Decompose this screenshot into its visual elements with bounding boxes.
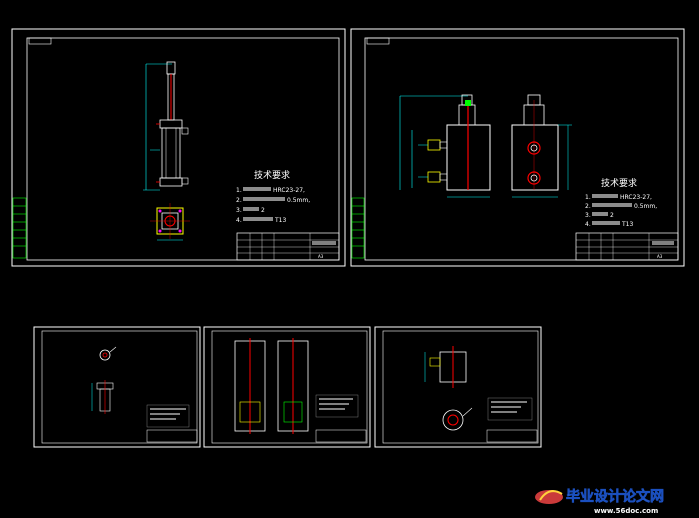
sheet-2-paper-size: A3 (657, 254, 663, 259)
sheet-1-title-block: A3 (236, 232, 340, 261)
sheet-2-title-block: A3 (575, 232, 679, 261)
sheet-1-tech-requirements: 技术要求 1. HRC23-27, 2. 0.5mm, 3. 2 4. T13 (236, 169, 310, 224)
sheet-2-tech-title: 技术要求 (601, 177, 637, 189)
sheet-1-tech-title: 技术要求 (254, 169, 290, 181)
watermark: 毕业设计论文网 www.56doc.com (535, 488, 664, 515)
sheet-1-side-strip (12, 197, 27, 259)
note-2-value: 0.5mm, (287, 197, 310, 204)
sheet-2-front-view (399, 94, 491, 198)
note-4-value: T13 (274, 217, 286, 224)
note-1-value: HRC23-27, (273, 187, 305, 194)
note-4-value: T13 (621, 221, 633, 228)
note-2-num: 2. (236, 197, 242, 204)
note-3-value: 2 (610, 212, 614, 219)
note-3-num: 3. (585, 212, 591, 219)
sheet-2-tag (366, 37, 390, 45)
sheet-2: 技术要求 1. HRC23-27, 2. 0.5mm, 3. 2 4. T13 … (350, 28, 685, 267)
sheet-1-flange-view (150, 203, 190, 241)
note-1-num: 1. (236, 187, 242, 194)
sheet-1-paper-size: A3 (318, 254, 324, 259)
note-2-value: 0.5mm, (634, 203, 657, 210)
sheet-1-tag (28, 37, 52, 45)
sheet-1: 技术要求 1. HRC23-27, 2. 0.5mm, 3. 2 4. T13 (11, 28, 346, 267)
note-4-num: 4. (585, 221, 591, 228)
sheet-2-tech-requirements: 技术要求 1. HRC23-27, 2. 0.5mm, 3. 2 4. T13 (585, 177, 657, 228)
sheet-3 (33, 326, 201, 448)
watermark-url: www.56doc.com (594, 507, 658, 515)
sheet-4 (203, 326, 371, 448)
sheet-2-side-view (511, 94, 572, 198)
sheet-2-side-strip (351, 197, 365, 259)
watermark-text: 毕业设计论文网 (566, 488, 664, 505)
note-2-num: 2. (585, 203, 591, 210)
note-4-num: 4. (236, 217, 242, 224)
note-3-value: 2 (261, 207, 265, 214)
note-1-value: HRC23-27, (620, 194, 652, 201)
sheet-5 (374, 326, 542, 448)
note-1-num: 1. (585, 194, 591, 201)
note-3-num: 3. (236, 207, 242, 214)
sheet-1-cylinder-view (143, 61, 189, 191)
